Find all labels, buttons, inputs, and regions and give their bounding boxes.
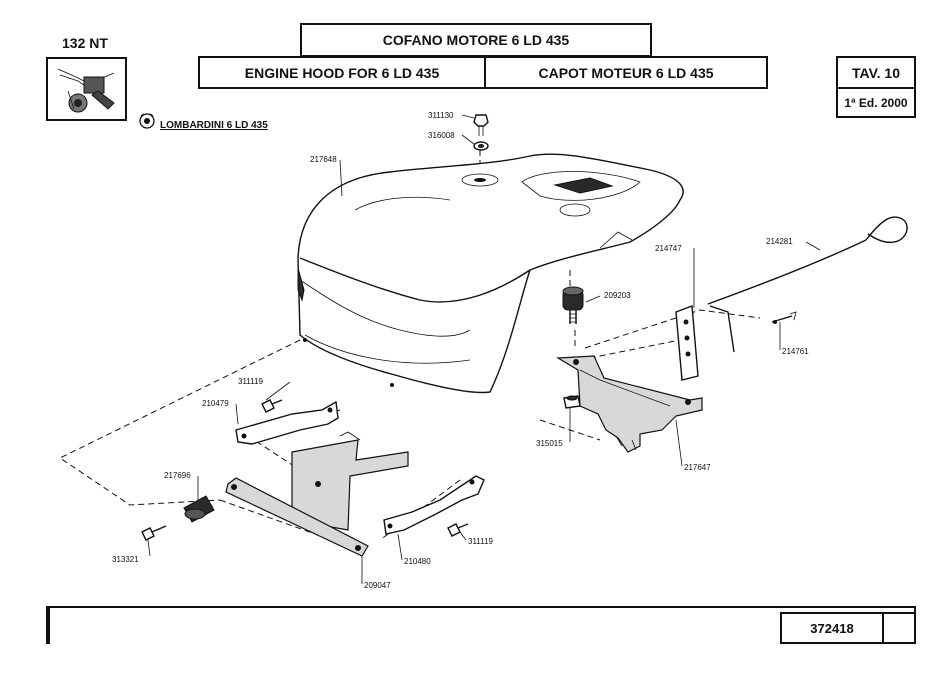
bracket-210480 — [383, 475, 485, 535]
part-210479: 210479 — [202, 399, 229, 408]
model-label: 132 NT — [62, 35, 108, 51]
bolt-311119-lower — [447, 523, 469, 537]
spacer-217696 — [183, 495, 215, 523]
pin-214761 — [771, 311, 797, 324]
part-311119-lower: 311119 — [468, 537, 493, 546]
part-316008: 316008 — [428, 131, 455, 140]
engine-logo-icon — [138, 112, 156, 130]
part-214747: 214747 — [655, 244, 682, 253]
screw-313321 — [141, 525, 167, 541]
bolt-311119-upper — [261, 399, 283, 413]
part-214761: 214761 — [782, 347, 809, 356]
rubber-buffer-209203 — [562, 286, 584, 324]
title-italian: COFANO MOTORE 6 LD 435 — [300, 23, 652, 57]
plate-214747 — [675, 305, 699, 381]
part-217696: 217696 — [164, 471, 191, 480]
bracket-210479 — [235, 400, 339, 445]
part-311130: 311130 — [428, 111, 454, 120]
doc-number-spare-cell — [882, 612, 916, 644]
title-english: ENGINE HOOD FOR 6 LD 435 — [198, 56, 486, 89]
part-209047: 209047 — [364, 581, 391, 590]
bar-209047 — [225, 477, 369, 557]
bolt-311130 — [473, 114, 489, 136]
bracket-217647 — [556, 355, 703, 453]
part-313321: 313321 — [112, 555, 139, 564]
title-french: CAPOT MOTEUR 6 LD 435 — [484, 56, 768, 89]
engine-label: LOMBARDINI 6 LD 435 — [160, 120, 268, 131]
part-214281: 214281 — [766, 237, 793, 246]
thumbnail-frame — [46, 57, 127, 121]
nut-315015 — [563, 395, 581, 409]
part-315015: 315015 — [536, 439, 563, 448]
footer-left-tick — [46, 606, 50, 644]
part-217647: 217647 — [684, 463, 711, 472]
part-311119-upper: 311119 — [238, 377, 263, 386]
engine-hood-217648 — [297, 153, 684, 394]
washer-316008 — [473, 141, 489, 151]
cultivator-thumbnail-icon — [48, 59, 125, 119]
edition: 1ª Ed. 2000 — [836, 87, 916, 118]
table-number: TAV. 10 — [836, 56, 916, 89]
part-209203: 209203 — [604, 291, 631, 300]
rod-214281 — [707, 216, 908, 353]
part-217648: 217648 — [310, 155, 337, 164]
part-210480: 210480 — [404, 557, 431, 566]
